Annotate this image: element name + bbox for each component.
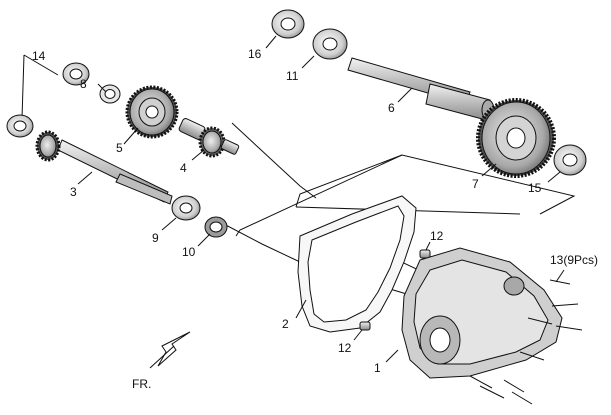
callout-15: 15 bbox=[528, 181, 542, 195]
callout-labels: 14 8 5 4 3 9 10 16 11 6 7 15 12 12 13(9P… bbox=[32, 47, 598, 391]
dowel-pin-12-upper bbox=[419, 249, 431, 259]
callout-14: 14 bbox=[32, 49, 46, 63]
bearing-14-lower bbox=[6, 114, 34, 138]
shaft-6 bbox=[347, 57, 495, 121]
gear-4 bbox=[178, 118, 240, 158]
dowel-pin-12-lower bbox=[359, 321, 371, 331]
callout-5: 5 bbox=[116, 141, 123, 155]
callout-1: 1 bbox=[374, 361, 381, 375]
callout-11: 11 bbox=[286, 69, 299, 83]
bolts-13 bbox=[469, 279, 583, 405]
front-direction-arrow bbox=[149, 331, 191, 369]
gear-7 bbox=[476, 98, 556, 178]
leader-lines bbox=[77, 35, 565, 363]
callout-3: 3 bbox=[70, 185, 77, 199]
front-direction-label: FR. bbox=[132, 377, 151, 391]
bearing-14-upper bbox=[62, 62, 90, 86]
callout-12-lower: 12 bbox=[338, 341, 352, 355]
callout-6: 6 bbox=[388, 101, 395, 115]
washer-8 bbox=[99, 84, 121, 104]
bearing-16 bbox=[271, 9, 305, 39]
bearing-9 bbox=[171, 195, 201, 221]
gasket-2 bbox=[297, 195, 417, 333]
oil-seal-10 bbox=[204, 216, 228, 238]
callout-16: 16 bbox=[248, 47, 262, 61]
callout-8: 8 bbox=[80, 77, 87, 91]
callout-13: 13(9Pcs) bbox=[550, 253, 598, 267]
gear-5 bbox=[125, 85, 179, 139]
bearing-11 bbox=[312, 28, 348, 60]
callout-10: 10 bbox=[182, 245, 196, 259]
callout-12-upper: 12 bbox=[430, 229, 444, 243]
callout-4: 4 bbox=[180, 161, 187, 175]
callout-2: 2 bbox=[282, 317, 289, 331]
cover-1 bbox=[401, 247, 563, 379]
bearing-15 bbox=[553, 144, 587, 176]
shaft-3 bbox=[35, 130, 173, 205]
callout-7: 7 bbox=[472, 177, 479, 191]
callout-9: 9 bbox=[152, 231, 159, 245]
